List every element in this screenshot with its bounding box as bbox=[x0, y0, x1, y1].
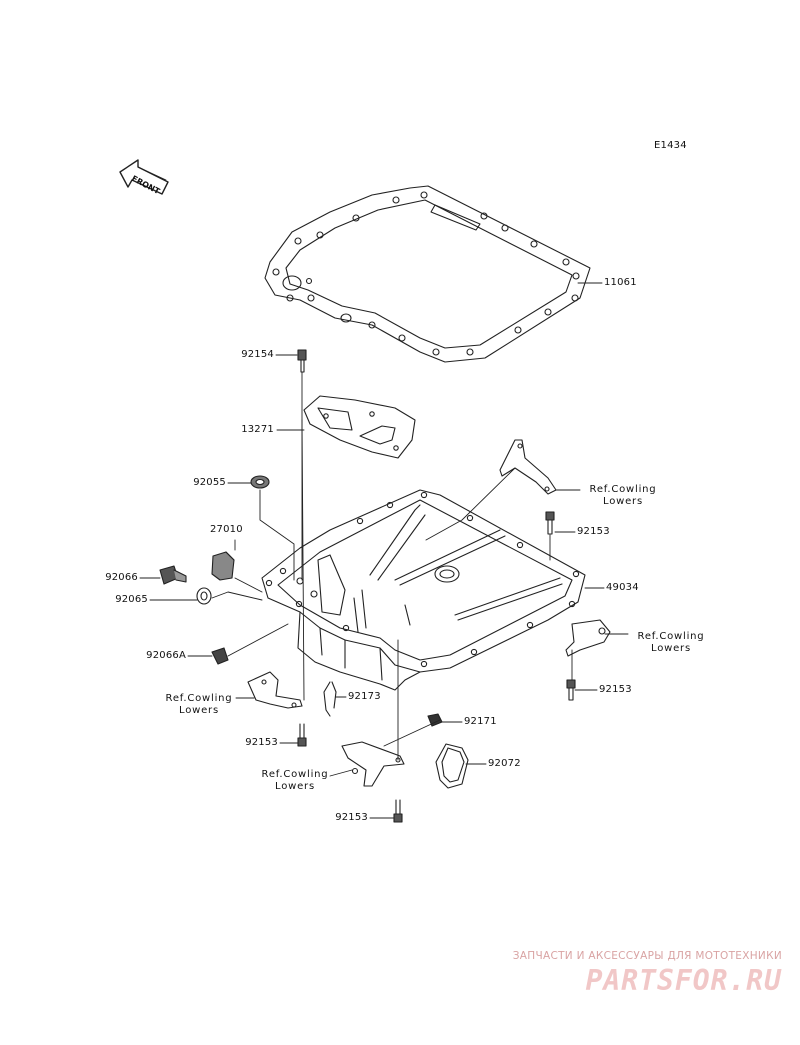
ref-line1: Ref.Cowling bbox=[589, 484, 657, 495]
oil-pan-49034 bbox=[261, 489, 586, 691]
ref-line2: Lowers bbox=[275, 781, 315, 792]
diagram-code: E1434 bbox=[654, 140, 687, 151]
part-92153-right-top: 92153 bbox=[577, 526, 610, 537]
clamp-92072 bbox=[435, 743, 469, 789]
leader-lines bbox=[139, 282, 629, 819]
part-92153-left: 92153 bbox=[245, 737, 278, 748]
ref-line1: Ref.Cowling bbox=[165, 693, 233, 704]
ref-line1: Ref.Cowling bbox=[261, 769, 329, 780]
switch-27010 bbox=[211, 551, 235, 581]
ref-line2: Lowers bbox=[651, 643, 691, 654]
watermark: ЗАПЧАСТИ И АКСЕССУАРЫ ДЛЯ МОТОТЕХНИКИ PA… bbox=[482, 950, 782, 997]
bolt-92153-right-top bbox=[545, 511, 555, 535]
bolt-92153-right-mid bbox=[566, 679, 576, 701]
part-92153-bottom: 92153 bbox=[335, 812, 368, 823]
ref-cowling-left: Ref.Cowling Lowers bbox=[158, 693, 240, 717]
part-13271: 13271 bbox=[241, 424, 274, 435]
ref-cowling-right-top: Ref.Cowling Lowers bbox=[582, 484, 664, 508]
part-92173: 92173 bbox=[348, 691, 381, 702]
part-27010: 27010 bbox=[210, 524, 243, 535]
watermark-tagline: ЗАПЧАСТИ И АКСЕССУАРЫ ДЛЯ МОТОТЕХНИКИ bbox=[512, 950, 782, 962]
ref-line2: Lowers bbox=[603, 496, 643, 507]
washer-92055 bbox=[250, 475, 270, 489]
part-92055: 92055 bbox=[193, 477, 226, 488]
ref-line1: Ref.Cowling bbox=[637, 631, 705, 642]
ref-cowling-right-mid: Ref.Cowling Lowers bbox=[630, 631, 712, 655]
part-92065: 92065 bbox=[115, 594, 148, 605]
front-arrow-icon bbox=[119, 159, 169, 195]
part-92154: 92154 bbox=[241, 349, 274, 360]
part-49034: 49034 bbox=[606, 582, 639, 593]
gasket-11061 bbox=[264, 185, 591, 363]
bracket-left bbox=[247, 671, 303, 709]
ref-cowling-bottom: Ref.Cowling Lowers bbox=[254, 769, 336, 793]
part-11061: 11061 bbox=[604, 277, 637, 288]
bracket-bottom bbox=[341, 741, 405, 787]
ref-line2: Lowers bbox=[179, 705, 219, 716]
part-92153-right-mid: 92153 bbox=[599, 684, 632, 695]
part-92171: 92171 bbox=[464, 716, 497, 727]
bracket-right-mid bbox=[565, 619, 611, 657]
bracket-right-top bbox=[499, 439, 557, 495]
bolt-92153-left bbox=[297, 723, 307, 747]
part-92066A: 92066A bbox=[146, 650, 186, 661]
washer-92065 bbox=[196, 587, 212, 605]
part-92072: 92072 bbox=[488, 758, 521, 769]
drain-plug-92066 bbox=[159, 565, 187, 585]
clip-92173 bbox=[323, 681, 337, 717]
watermark-logo: PARTSFOR.RU bbox=[585, 964, 782, 997]
baffle-plate-13271 bbox=[303, 395, 416, 459]
bolt-92153-bottom bbox=[393, 799, 403, 823]
part-92066: 92066 bbox=[105, 572, 138, 583]
bolt-92154 bbox=[297, 349, 307, 373]
plug-92066A bbox=[211, 647, 229, 665]
